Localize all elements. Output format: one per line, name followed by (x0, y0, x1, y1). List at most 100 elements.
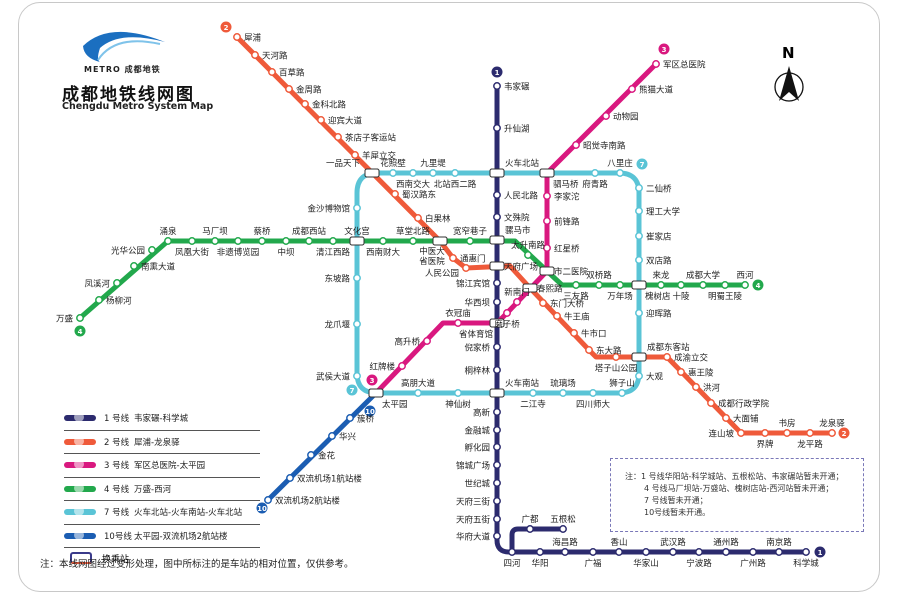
station[interactable] (628, 85, 636, 93)
station[interactable] (642, 548, 650, 556)
station[interactable] (409, 169, 417, 177)
interchange-station[interactable] (364, 168, 380, 178)
station[interactable] (389, 169, 397, 177)
station[interactable] (722, 414, 730, 422)
station[interactable] (307, 451, 315, 459)
station[interactable] (493, 213, 501, 221)
station[interactable] (493, 279, 501, 287)
station[interactable] (572, 281, 580, 289)
station[interactable] (553, 312, 561, 320)
station[interactable] (802, 548, 810, 556)
station[interactable] (353, 274, 361, 282)
station[interactable] (334, 133, 342, 141)
station[interactable] (559, 389, 567, 397)
station[interactable] (616, 169, 624, 177)
station[interactable] (543, 192, 551, 200)
interchange-station[interactable] (489, 261, 505, 271)
interchange-station[interactable] (489, 318, 505, 328)
station[interactable] (353, 372, 361, 380)
station[interactable] (722, 548, 730, 556)
station[interactable] (695, 548, 703, 556)
station[interactable] (707, 399, 715, 407)
station[interactable] (699, 281, 707, 289)
station[interactable] (268, 68, 276, 76)
station[interactable] (615, 548, 623, 556)
station[interactable] (351, 151, 359, 159)
station[interactable] (536, 548, 544, 556)
station[interactable] (398, 362, 406, 370)
station[interactable] (806, 429, 814, 437)
station[interactable] (828, 429, 836, 437)
station[interactable] (543, 244, 551, 252)
station[interactable] (164, 237, 172, 245)
station[interactable] (677, 368, 685, 376)
interchange-station[interactable] (631, 280, 647, 290)
station[interactable] (692, 383, 700, 391)
station[interactable] (462, 264, 470, 272)
station[interactable] (741, 281, 749, 289)
station[interactable] (130, 262, 138, 270)
station[interactable] (234, 237, 242, 245)
station[interactable] (301, 100, 309, 108)
station[interactable] (264, 496, 272, 504)
station[interactable] (602, 112, 610, 120)
station[interactable] (635, 184, 643, 192)
station[interactable] (251, 51, 259, 59)
station[interactable] (429, 169, 437, 177)
station[interactable] (451, 169, 459, 177)
interchange-station[interactable] (489, 168, 505, 178)
interchange-station[interactable] (489, 388, 505, 398)
station[interactable] (561, 548, 569, 556)
station[interactable] (749, 548, 757, 556)
station[interactable] (635, 207, 643, 215)
interchange-station[interactable] (539, 266, 555, 276)
station[interactable] (353, 320, 361, 328)
station[interactable] (188, 237, 196, 245)
station[interactable] (526, 525, 534, 533)
station[interactable] (508, 548, 516, 556)
station[interactable] (317, 116, 325, 124)
interchange-station[interactable] (631, 352, 647, 362)
station[interactable] (783, 429, 791, 437)
station[interactable] (570, 329, 578, 337)
station[interactable] (503, 309, 511, 317)
station[interactable] (286, 474, 294, 482)
station[interactable] (543, 217, 551, 225)
station[interactable] (454, 319, 462, 327)
station[interactable] (657, 281, 665, 289)
station[interactable] (346, 414, 354, 422)
station[interactable] (454, 389, 462, 397)
station[interactable] (282, 237, 290, 245)
station[interactable] (328, 432, 336, 440)
station[interactable] (612, 353, 620, 361)
station[interactable] (635, 232, 643, 240)
station[interactable] (669, 548, 677, 556)
station[interactable] (95, 296, 103, 304)
station[interactable] (618, 389, 626, 397)
station[interactable] (493, 515, 501, 523)
interchange-station[interactable] (539, 168, 555, 178)
station[interactable] (414, 214, 422, 222)
station[interactable] (591, 169, 599, 177)
station[interactable] (493, 343, 501, 351)
station[interactable] (391, 190, 399, 198)
station[interactable] (737, 429, 745, 437)
station[interactable] (761, 429, 769, 437)
station[interactable] (559, 525, 567, 533)
station[interactable] (466, 237, 474, 245)
station[interactable] (493, 191, 501, 199)
station[interactable] (409, 237, 417, 245)
station[interactable] (652, 60, 660, 68)
station[interactable] (775, 548, 783, 556)
station[interactable] (493, 497, 501, 505)
station[interactable] (493, 124, 501, 132)
station[interactable] (721, 281, 729, 289)
station[interactable] (529, 389, 537, 397)
station[interactable] (211, 237, 219, 245)
station[interactable] (493, 426, 501, 434)
station[interactable] (616, 281, 624, 289)
station[interactable] (493, 82, 501, 90)
station[interactable] (585, 346, 593, 354)
station[interactable] (677, 281, 685, 289)
station[interactable] (148, 246, 156, 254)
